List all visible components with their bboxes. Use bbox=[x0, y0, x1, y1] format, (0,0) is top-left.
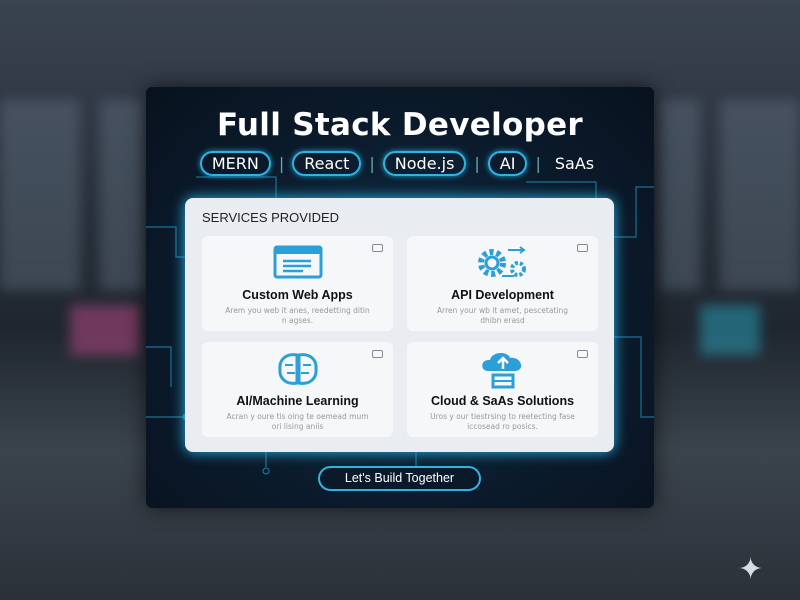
page-title: Full Stack Developer bbox=[216, 107, 583, 143]
tag-nodejs: Node.js bbox=[382, 151, 467, 176]
background-monitor bbox=[700, 305, 760, 355]
expand-icon[interactable] bbox=[577, 244, 588, 252]
background-monitor bbox=[70, 305, 140, 355]
divider: | bbox=[369, 154, 375, 173]
service-card-ai-ml[interactable]: AI/Machine Learning Acran y oure tis oin… bbox=[202, 342, 393, 437]
browser-window-icon bbox=[273, 245, 322, 279]
lets-build-together-button[interactable]: Let's Build Together bbox=[318, 466, 481, 491]
service-desc: Arren your wb lt amet, pescetating dhibn… bbox=[436, 306, 568, 325]
services-panel: SERVICES PROVIDED Custom Web Apps Arem y… bbox=[185, 198, 614, 452]
poster: Full Stack Developer MERN | React | Node.j… bbox=[146, 87, 654, 508]
divider: | bbox=[535, 154, 541, 173]
expand-icon[interactable] bbox=[577, 350, 588, 358]
tag-mern: MERN bbox=[199, 151, 271, 176]
service-name: Custom Web Apps bbox=[242, 288, 353, 302]
background-window bbox=[100, 100, 145, 290]
service-desc: Arem you web it anes, reedetting ditin n… bbox=[225, 306, 370, 325]
background-window bbox=[0, 100, 80, 290]
service-card-web-apps[interactable]: Custom Web Apps Arem you web it anes, re… bbox=[202, 236, 393, 331]
service-card-cloud-saas[interactable]: Cloud & SaAs Solutions Uros y our tiestr… bbox=[407, 342, 598, 437]
service-card-api[interactable]: API Development Arren your wb lt amet, p… bbox=[407, 236, 598, 331]
tag-react: React bbox=[292, 151, 362, 176]
background-window bbox=[720, 100, 800, 290]
expand-icon[interactable] bbox=[372, 350, 383, 358]
expand-icon[interactable] bbox=[372, 244, 383, 252]
sparkle-icon: ✦ bbox=[738, 552, 764, 587]
gears-arrows-icon bbox=[477, 246, 526, 277]
services-heading: SERVICES PROVIDED bbox=[202, 210, 340, 225]
tag-ai: AI bbox=[487, 151, 528, 176]
divider: | bbox=[278, 154, 285, 173]
service-desc: Uros y our tiestrsing to reetecting fase… bbox=[430, 412, 575, 431]
service-name: Cloud & SaAs Solutions bbox=[430, 394, 575, 408]
cloud-upload-icon bbox=[481, 352, 521, 389]
service-name: API Development bbox=[451, 288, 554, 302]
tag-saas: SaAs bbox=[554, 154, 595, 173]
divider: | bbox=[474, 154, 480, 173]
brain-icon bbox=[277, 353, 318, 385]
service-name: AI/Machine Learning bbox=[236, 394, 359, 408]
background-window bbox=[660, 100, 700, 290]
service-desc: Acran y oure tis oing te oemead mum ori … bbox=[226, 412, 369, 431]
tech-tags: MERN | React | Node.js | AI | SaAs bbox=[146, 151, 654, 176]
